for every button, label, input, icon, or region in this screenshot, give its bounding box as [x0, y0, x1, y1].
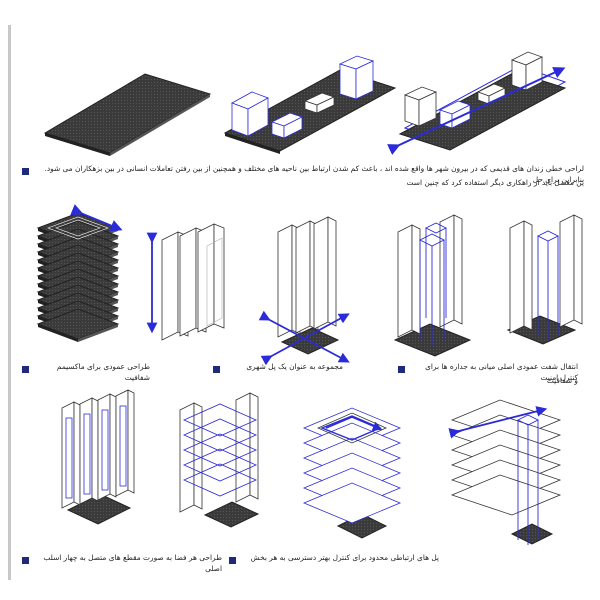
- stacked-slab-tower: [36, 204, 123, 343]
- slab-with-link-arrow: [387, 51, 567, 155]
- panels-with-central-shaft: [506, 214, 583, 345]
- caption-row2-mid: مجموعه به عنوان یک پل شهری: [246, 362, 343, 371]
- stacked-floors-with-shaft-arrow: [448, 399, 562, 545]
- intro-caption-line1: لراحی خطی زندان های قدیمی که در بیرون شه…: [44, 164, 585, 185]
- caption-bullet-row3-left: [22, 557, 29, 564]
- page-margin-bar: [8, 25, 11, 580]
- caption-row2-left: طراحی عمودی برای ماکسیمم شفافیت: [56, 362, 150, 383]
- caption-bullet-row2-right: [398, 366, 405, 373]
- caption-row2-right-line1: انتقال شفت عمودی اصلی میانی به جداره ها …: [425, 362, 578, 383]
- caption-bullet-row3-right: [229, 557, 236, 564]
- linear-prison-slab: [43, 73, 212, 156]
- intro-bullet: [22, 168, 29, 175]
- panels-with-floor-sections: [179, 392, 260, 528]
- caption-row3-left: طراحی هر فضا به صورت مقطع های متصل به چه…: [43, 553, 222, 574]
- intro-caption-line2: ین معضل باید از راهکاری دیگر استفاده کرد…: [406, 178, 584, 187]
- stacked-floors-with-bridge-loop: [302, 407, 402, 539]
- panels-with-side-shafts: [393, 214, 472, 357]
- caption-row2-right-line2: و شفافیت: [546, 376, 578, 385]
- caption-bullet-row2-mid: [213, 366, 220, 373]
- city-bridge-panels: [258, 216, 350, 366]
- slab-with-blocks: [223, 55, 397, 154]
- parallel-panels: [146, 223, 225, 341]
- panels-with-circulation-loops: [61, 389, 135, 525]
- caption-row3-right: پل های ارتباطی محدود برای کنترل بهتر دست…: [250, 553, 439, 562]
- caption-bullet-row2-left: [22, 366, 29, 373]
